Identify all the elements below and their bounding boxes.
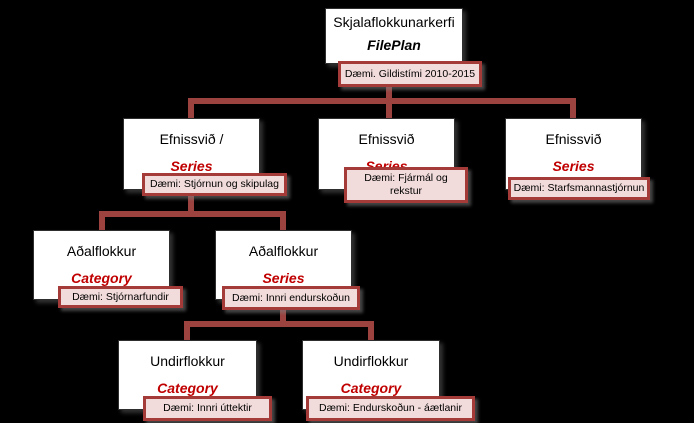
node-subcat-2-title: Undirflokkur	[333, 353, 409, 369]
node-subcat-1-title: Undirflokkur	[150, 353, 225, 369]
node-series-3-example: Dæmi: Starfsmannastjórnun	[508, 177, 650, 200]
connector-drop-category-2	[280, 211, 286, 231]
node-series-3-title: Efnissvið	[545, 131, 602, 147]
connector-level3-horizontal	[184, 321, 374, 327]
node-subcat-2-example: Dæmi: Endurskoðun - áætlanir	[306, 396, 475, 421]
node-series-2-title: Efnissvið	[358, 131, 415, 147]
node-category-2-example: Dæmi: Innri endurskoðun	[222, 286, 360, 310]
connector-series1-stem	[188, 194, 194, 216]
node-category-1-subtitle: Category	[71, 270, 132, 286]
node-subcat-1-example: Dæmi: Innri úttektir	[143, 396, 272, 421]
node-series-3-subtitle: Series	[552, 158, 595, 174]
connector-drop-subcat-2	[368, 321, 374, 341]
node-series-1-subtitle: Series	[170, 158, 213, 174]
connector-category2-stem	[280, 308, 286, 327]
node-subcat-2-subtitle: Category	[340, 380, 402, 396]
connector-drop-subcat-1	[184, 321, 190, 341]
node-fileplan-example: Dæmi. Gildistími 2010-2015	[338, 61, 482, 87]
node-subcat-1-subtitle: Category	[157, 380, 218, 396]
connector-drop-series-1	[188, 98, 194, 119]
connector-level2-horizontal	[99, 211, 286, 217]
connector-drop-series-3	[570, 98, 576, 119]
connector-root-stem	[386, 84, 392, 104]
node-fileplan-title: Skjalaflokkunarkerfi	[333, 14, 455, 30]
node-series-2-example: Dæmi: Fjármál og rekstur	[344, 167, 468, 203]
connector-level1-horizontal	[188, 98, 576, 104]
node-series-1-title: Efnissvið /	[159, 131, 224, 147]
node-category-2-title: Aðalflokkur	[248, 243, 319, 259]
node-category-1-example: Dæmi: Stjórnarfundir	[58, 286, 183, 308]
node-fileplan: Skjalaflokkunarkerfi FilePlan	[325, 8, 463, 64]
node-fileplan-subtitle: FilePlan	[367, 37, 421, 53]
node-series-1-example: Dæmi: Stjórnun og skipulag	[142, 173, 287, 196]
connector-drop-series-2	[386, 98, 392, 119]
node-category-1-title: Aðalflokkur	[66, 243, 137, 259]
connector-drop-category-1	[99, 211, 105, 231]
node-category-2-subtitle: Series	[262, 270, 305, 286]
